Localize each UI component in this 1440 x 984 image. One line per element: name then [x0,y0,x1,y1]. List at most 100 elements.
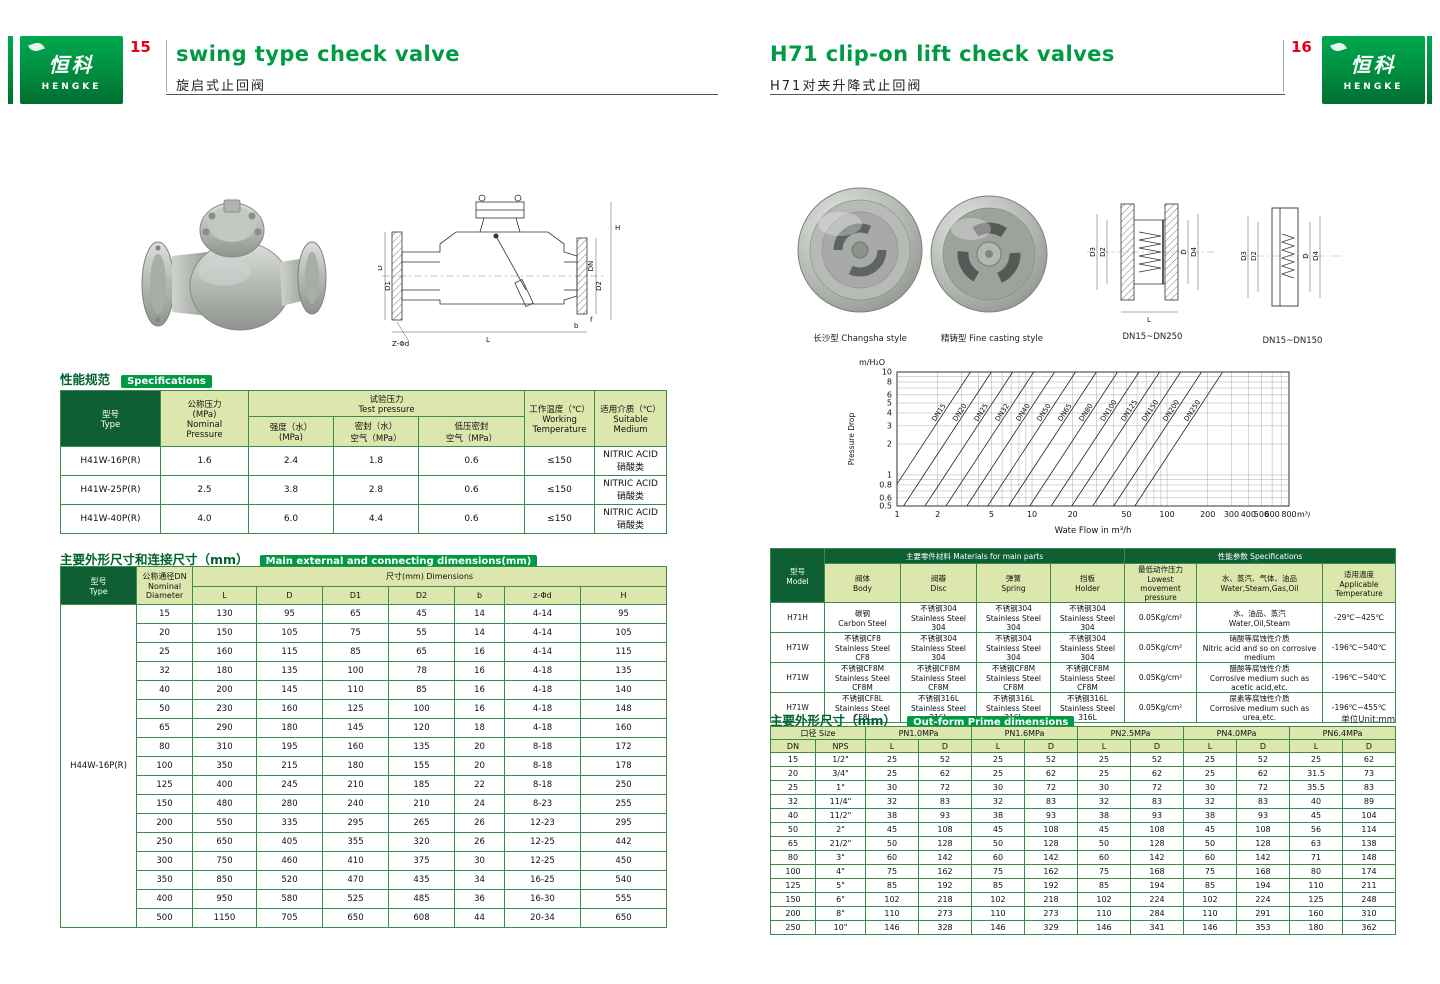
cell: 160 [579,718,668,738]
col-header-nps: NPS [815,739,866,753]
cell: 20-34 [504,908,581,928]
cell: 0.05Kg/cm² [1124,662,1198,693]
cell: 185 [388,775,455,795]
x-axis-unit: m³/h [1297,510,1310,519]
cell: 85 [1183,878,1237,893]
col-header-type: 型号 Type [60,390,161,447]
dn-line-label: DN20 [951,402,968,423]
cell: 4.4 [333,504,419,534]
cell: 125 [1289,892,1343,907]
cell: 108 [918,822,972,837]
cell: 25 [1183,752,1237,767]
cell: 224 [1130,892,1184,907]
cell: NITRIC ACID 硝酸类 [594,446,668,476]
dn-capacity-line [1050,372,1140,506]
x-tick-label: 50 [1121,510,1131,519]
cell: 不锈钢304 Stainless Steel 304 [900,602,977,633]
cell: -196℃~455℃ [1322,692,1397,723]
section-heading-zh: 主要外形尺寸和连接尺寸（mm） [60,552,249,567]
cell: H41W-40P(R) [60,504,161,534]
cell: 310 [1342,906,1396,921]
cell: 200 [192,680,257,700]
col-header-D1: D1 [322,586,389,605]
cell: 850 [192,870,257,890]
group-header-pn16: PN1.6MPa [971,726,1078,740]
cell: 85 [388,680,455,700]
cell: 15 [770,752,816,767]
cell: 125 [136,775,193,795]
cell: 135 [579,661,668,681]
cell: H71W [770,692,825,723]
cell: H71H [770,602,825,633]
cell: 5" [815,878,866,893]
cell: 72 [918,780,972,795]
cell: 125 [322,699,389,719]
specifications-table: 型号 Type 公称压力 (MPa) Nominal Pressure 试验压力… [60,390,668,534]
cell: 65 [770,836,816,851]
cell: 148 [579,699,668,719]
col-header-disc: 阀瓣 Disc [900,563,977,603]
col-header-D: D [1236,739,1290,753]
cell: 341 [1130,920,1184,935]
cell: 8" [815,906,866,921]
swing-valve-technical-drawing: H D D1 DN D2 Z-Φd L b f [378,194,620,348]
dn-line-label: DN200 [1161,398,1181,422]
cell: 25 [1077,766,1131,781]
y-tick-label: 0.8 [879,480,892,489]
cell: 52 [1130,752,1184,767]
cell: 30 [454,851,505,871]
cell: 192 [1024,878,1078,893]
group-header-pn64: PN6.4MPa [1289,726,1396,740]
cell: 110 [322,680,389,700]
cell: 14 [454,604,505,624]
cell: 硝酸等腐蚀性介质 Nitric acid and so on corrosive… [1196,632,1324,663]
cell: 21/2" [815,836,866,851]
cell: 8-18 [504,775,581,795]
cell: 25 [971,752,1025,767]
cell: 不锈钢CF8 Stainless Steel CF8 [824,632,901,663]
cell: 705 [256,908,323,928]
cell: 4-18 [504,680,581,700]
cell: 65 [136,718,193,738]
cell: 110 [971,906,1025,921]
cell: 4-18 [504,699,581,719]
cell: 25 [770,780,816,795]
cell: 3.8 [248,475,334,505]
cell: 110 [865,906,919,921]
cell: NITRIC ACID 硝酸类 [594,504,668,534]
cell: 34 [454,870,505,890]
x-tick-label: 20 [1068,510,1078,519]
cell: 104 [1342,808,1396,823]
cell: 650 [322,908,389,928]
cell: 128 [1024,836,1078,851]
cell: 150 [136,794,193,814]
cell: 56 [1289,822,1343,837]
cell: 230 [192,699,257,719]
page-subtitle-right: H71对夹升降式止回阀 [770,79,923,94]
cell: 45 [388,604,455,624]
page-number-right: 16 [1291,38,1312,56]
cell: 16 [454,642,505,662]
y-tick-label: 8 [887,377,892,386]
cell: 150 [770,892,816,907]
cell: 93 [1024,808,1078,823]
cell: 142 [1024,850,1078,865]
cell: 45 [1077,822,1131,837]
cell: 71 [1289,850,1343,865]
cell: 20 [454,737,505,757]
section-heading-specifications: 性能规范 Specifications [60,369,212,388]
cell: 146 [971,920,1025,935]
dim-label-zd: Z-Φd [392,340,409,348]
cell: 60 [1077,850,1131,865]
cell: 12-23 [504,813,581,833]
cell: 95 [579,604,668,624]
cell: 不锈钢304 Stainless Steel 304 [976,632,1051,663]
cell: 273 [1024,906,1078,921]
cell: 30 [971,780,1025,795]
dim-label-D4: D4 [1312,251,1320,261]
